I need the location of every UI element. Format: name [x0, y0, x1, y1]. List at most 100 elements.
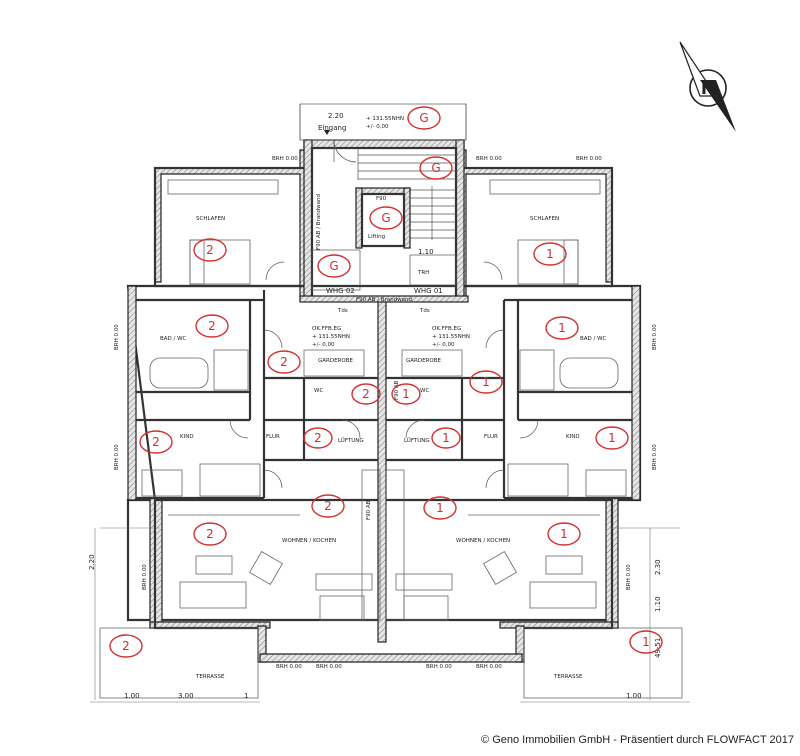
- f90-vertical: F90 AB: [394, 380, 400, 400]
- unit-marker-1: 1: [391, 383, 421, 405]
- room-garderobe-right: GARDEROBE: [406, 358, 441, 364]
- brh-bottom: BRH 0.00: [276, 664, 302, 670]
- svg-text:G: G: [431, 161, 440, 175]
- furniture: [141, 179, 627, 621]
- svg-text:1: 1: [402, 387, 410, 401]
- unit-marker-1: 1: [431, 427, 461, 449]
- interior-walls-left: [136, 261, 378, 500]
- north-letter: N: [701, 79, 715, 99]
- tds-right: Tds: [419, 308, 430, 314]
- dim-1: 1: [244, 692, 248, 700]
- unit-marker-2: 2: [311, 494, 345, 518]
- room-kind-left: KIND: [180, 434, 194, 440]
- dim-300: 3.00: [178, 692, 194, 700]
- entrance-level-zero: +/- 0,00: [366, 124, 389, 130]
- tds-left: Tds: [337, 308, 348, 314]
- svg-text:1: 1: [436, 501, 444, 515]
- lifting-label: Lifting: [368, 234, 385, 240]
- svg-text:2: 2: [206, 527, 214, 541]
- unit-marker-g: G: [419, 156, 453, 180]
- dim-220: 2.20: [88, 554, 96, 570]
- room-wc-left: WC: [314, 388, 323, 394]
- unit-marker-2: 2: [193, 238, 227, 262]
- svg-text:2: 2: [206, 243, 214, 257]
- whg01-tag: WHG 01: [414, 287, 443, 295]
- dim-230: 2.30: [654, 559, 662, 575]
- unit-marker-1: 1: [533, 242, 567, 266]
- room-schlafen-left: SCHLAFEN: [196, 216, 225, 222]
- svg-text:2: 2: [122, 639, 130, 653]
- level-nhn-left: + 131.55NHN: [312, 334, 350, 340]
- unit-marker-2: 2: [351, 383, 381, 405]
- terraces: [90, 527, 690, 703]
- svg-text:2: 2: [314, 431, 322, 445]
- north-arrow-icon: N: [679, 41, 736, 132]
- unit-marker-2: 2: [195, 314, 229, 338]
- unit-marker-1: 1: [423, 496, 457, 520]
- room-lueftung-right: LÜFTUNG: [404, 437, 430, 444]
- room-bad-right: BAD / WC: [580, 336, 607, 342]
- stair-core: [299, 103, 467, 302]
- level-zero-left: +/- 0,00: [312, 342, 335, 348]
- unit-marker-1: 1: [469, 370, 503, 394]
- level-ok-left: OK.FFB.EG: [312, 326, 341, 332]
- dim-110: 1.10: [418, 248, 434, 256]
- entrance-level: + 131.55NHN: [366, 116, 404, 122]
- svg-text:1: 1: [558, 321, 566, 335]
- brh-bottom: BRH 0.00: [476, 664, 502, 670]
- trh-label: TRH: [417, 270, 429, 276]
- unit-marker-2: 2: [193, 522, 227, 546]
- svg-text:2: 2: [324, 499, 332, 513]
- level-ok-right: OK.FFB.EG: [432, 326, 461, 332]
- unit-marker-2: 2: [139, 430, 173, 454]
- room-garderobe-left: GARDEROBE: [318, 358, 353, 364]
- svg-text:1: 1: [642, 635, 650, 649]
- room-flur-right: FLUR: [484, 434, 498, 440]
- dim-100: 1.00: [124, 692, 140, 700]
- unit-marker-g: G: [317, 254, 351, 278]
- unit-marker-2: 2: [109, 634, 143, 658]
- room-wc-right: WC: [420, 388, 429, 394]
- svg-text:2: 2: [208, 319, 216, 333]
- outer-walls: [126, 149, 642, 663]
- svg-text:G: G: [329, 259, 338, 273]
- svg-text:1: 1: [560, 527, 568, 541]
- svg-text:2: 2: [362, 387, 370, 401]
- brh-label: BRH 0.00: [272, 156, 298, 162]
- brh-vertical: BRH 0.00: [114, 324, 120, 350]
- unit-marker-g: G: [407, 106, 441, 130]
- svg-text:2: 2: [280, 355, 288, 369]
- dim-110-right: 1.10: [654, 596, 662, 612]
- unit-marker-1: 1: [545, 316, 579, 340]
- dim-4951: 49-51: [654, 638, 662, 658]
- room-lueftung-left: LÜFTUNG: [338, 437, 364, 444]
- svg-text:1: 1: [482, 375, 490, 389]
- brh-vertical: BRH 0.00: [142, 564, 148, 590]
- dim-100-right: 1.00: [626, 692, 642, 700]
- svg-text:1: 1: [442, 431, 450, 445]
- room-wohnen-left: WOHNEN / KOCHEN: [282, 538, 336, 544]
- entrance-label: Eingang: [318, 124, 346, 132]
- brh-vertical: BRH 0.00: [626, 564, 632, 590]
- svg-text:2: 2: [152, 435, 160, 449]
- brandwand-vertical: F90 AB / Brandwand: [316, 194, 322, 250]
- entrance-width: 2.20: [328, 112, 344, 120]
- svg-text:1: 1: [608, 431, 616, 445]
- copyright-notice: © Geno Immobilien GmbH - Präsentiert dur…: [481, 734, 794, 746]
- brh-vertical: BRH 0.00: [652, 324, 658, 350]
- room-flur-left: FLUR: [266, 434, 280, 440]
- room-terrasse-right: TERRASSE: [553, 674, 583, 680]
- whg02-tag: WHG 02: [326, 287, 355, 295]
- f90-vertical-2: F90 AB: [366, 500, 372, 520]
- party-wall: [299, 295, 469, 643]
- unit-marker-2: 2: [303, 427, 333, 449]
- room-schlafen-right: SCHLAFEN: [530, 216, 559, 222]
- svg-text:1: 1: [546, 247, 554, 261]
- brh-vertical: BRH 0.00: [114, 444, 120, 470]
- f90-label: F90: [376, 196, 387, 202]
- brh-label: BRH 0.00: [476, 156, 502, 162]
- brh-vertical: BRH 0.00: [652, 444, 658, 470]
- room-kind-right: KIND: [566, 434, 580, 440]
